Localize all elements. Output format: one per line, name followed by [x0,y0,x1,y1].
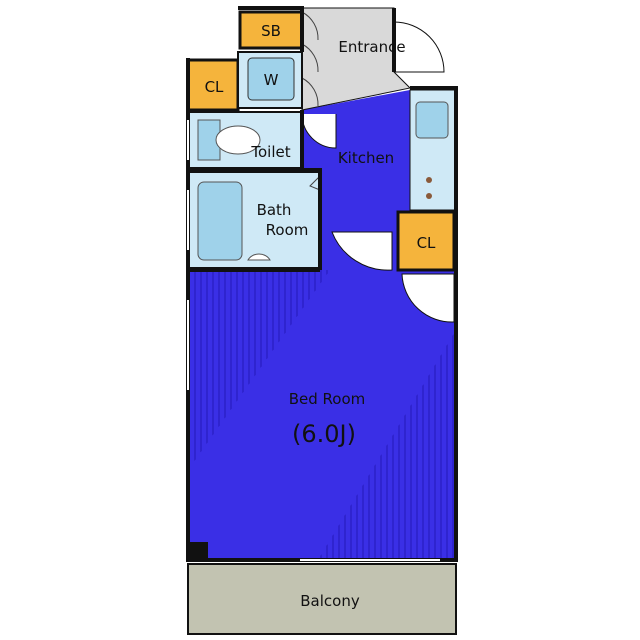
shoe-box-label: SB [261,22,281,40]
entrance-label: Entrance [338,38,405,56]
washer-label: W [264,71,279,89]
door-swing-right [401,273,455,323]
balcony-label: Balcony [300,592,360,610]
toilet-room [187,111,337,169]
balcony [187,563,457,635]
closet-top-label: CL [205,78,224,96]
washer-space [237,51,303,109]
bed-room [188,270,456,560]
entrance [301,7,445,111]
bath-label-line1: Bath [257,201,292,219]
toilet-label: Toilet [250,143,290,161]
closet-right-label: CL [417,234,436,252]
door-swing-left [331,231,393,271]
window-marks [187,120,440,561]
walls [186,6,458,562]
bed-room-size-label: (6.0J) [292,420,356,448]
bath-label-line2: Room [266,221,309,239]
bath-room [187,171,321,269]
bed-room-label: Bed Room [289,390,366,408]
kitchen-label: Kitchen [338,149,394,167]
